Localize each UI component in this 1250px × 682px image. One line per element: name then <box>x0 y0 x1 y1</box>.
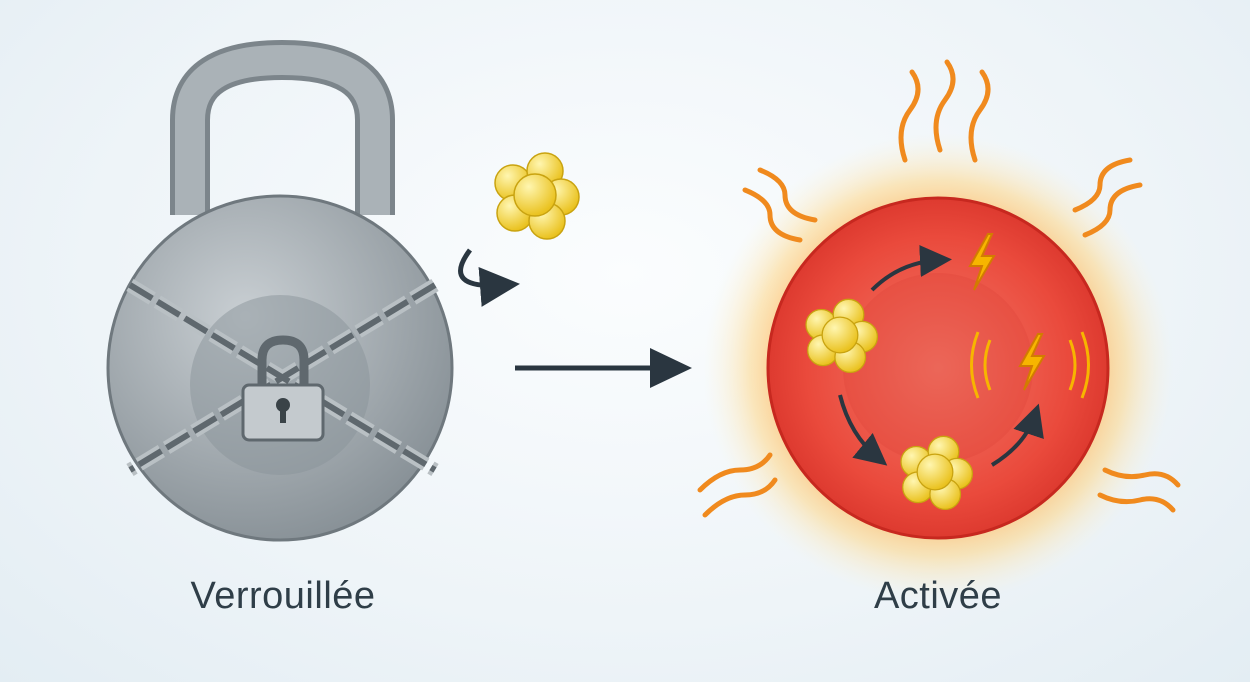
cycle-arrows-icon <box>838 245 1044 467</box>
chain-icon <box>126 279 439 476</box>
heat-wave-icon <box>697 59 1181 518</box>
activated-label: Activée <box>873 575 1003 617</box>
arrow-icon <box>515 348 692 388</box>
vibration-icon <box>970 331 1090 399</box>
locked-label: Verrouillée <box>190 575 376 617</box>
fat-cluster-icon <box>494 152 580 240</box>
small-padlock-icon <box>241 335 325 442</box>
activated-sphere <box>703 133 1173 603</box>
curved-arrow-icon <box>458 248 520 307</box>
